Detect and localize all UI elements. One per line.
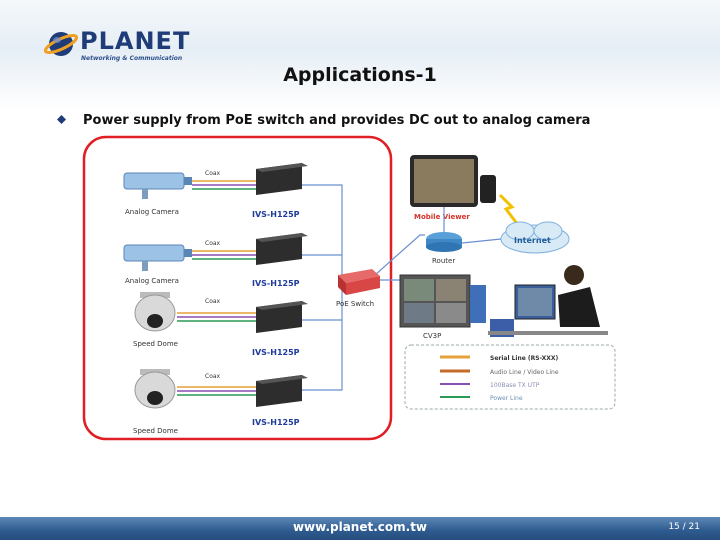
slide-title: Applications-1 — [283, 64, 437, 86]
bullet-text: Power supply from PoE switch and provide… — [83, 113, 591, 128]
row-1: Analog Camera Coax IVS-H125P — [123, 163, 308, 219]
svg-text:Audio Line / Video Line: Audio Line / Video Line — [490, 369, 559, 376]
device-model-label: IVS-H125P — [252, 418, 300, 427]
ivs-h125p-icon — [256, 233, 308, 265]
device-model-label: IVS-H125P — [252, 348, 300, 357]
planet-logo-icon — [44, 32, 78, 56]
row-2: Analog Camera Coax IVS-H125P — [123, 233, 308, 288]
ivs-h125p-icon — [256, 375, 308, 407]
coax-label: Coax — [205, 240, 221, 247]
ivs-h125p-icon — [256, 301, 308, 333]
router-icon — [426, 232, 462, 252]
router-label: Router — [432, 257, 455, 265]
header-background — [0, 0, 720, 110]
legend-item: 100Base TX UTP — [440, 382, 540, 389]
device-model-label: IVS-H125P — [252, 279, 300, 288]
internet-cloud-icon — [500, 221, 570, 254]
analog-camera-icon — [123, 244, 192, 271]
legend-item: Power Line — [440, 395, 523, 402]
brand-tagline: Networking & Communication — [81, 55, 183, 62]
coax-label: Coax — [205, 170, 221, 177]
coax-label: Coax — [205, 298, 221, 305]
operator-workstation-icon — [488, 265, 608, 337]
device-label: Speed Dome — [133, 427, 178, 435]
svg-text:Serial Line (RS-XXX): Serial Line (RS-XXX) — [490, 355, 558, 362]
footer-bar — [0, 517, 720, 540]
highlight-frame — [82, 135, 393, 441]
row-4: Speed Dome Coax IVS-H125P — [133, 369, 308, 435]
bullet-diamond-icon — [57, 115, 66, 124]
ivs-h125p-icon — [256, 163, 308, 195]
poe-switch-label: PoE Switch — [336, 300, 374, 308]
legend-item: Serial Line (RS-XXX) — [440, 355, 558, 362]
page-number: 15 / 21 — [668, 522, 700, 532]
coax-label: Coax — [205, 373, 221, 380]
speed-dome-icon — [134, 369, 176, 409]
svg-text:Power Line: Power Line — [490, 395, 523, 402]
speed-dome-icon — [134, 292, 176, 332]
cv3p-label: CV3P — [423, 332, 441, 340]
mobile-viewer-label: Mobile Viewer — [414, 213, 470, 221]
brand-name: PLANET — [80, 27, 191, 55]
internet-label: Internet — [514, 236, 551, 245]
legend-item: Audio Line / Video Line — [440, 369, 559, 376]
analog-camera-icon — [123, 172, 192, 199]
legend-box: Serial Line (RS-XXX) Audio Line / Video … — [404, 344, 616, 410]
poe-switch-icon — [338, 269, 380, 295]
row-3: Speed Dome Coax IVS-H125P — [133, 292, 308, 357]
footer-url-link[interactable]: www.planet.com.tw — [292, 520, 428, 534]
svg-text:100Base TX UTP: 100Base TX UTP — [490, 382, 540, 389]
network-diagram: Analog Camera Coax IVS-H125P Analog Came… — [82, 135, 616, 441]
cv3p-monitor-icon — [399, 274, 486, 328]
mobile-viewer-icon — [410, 155, 520, 226]
device-model-label: IVS-H125P — [252, 210, 300, 219]
device-label: Analog Camera — [125, 277, 179, 285]
device-label: Analog Camera — [125, 208, 179, 216]
device-label: Speed Dome — [133, 340, 178, 348]
